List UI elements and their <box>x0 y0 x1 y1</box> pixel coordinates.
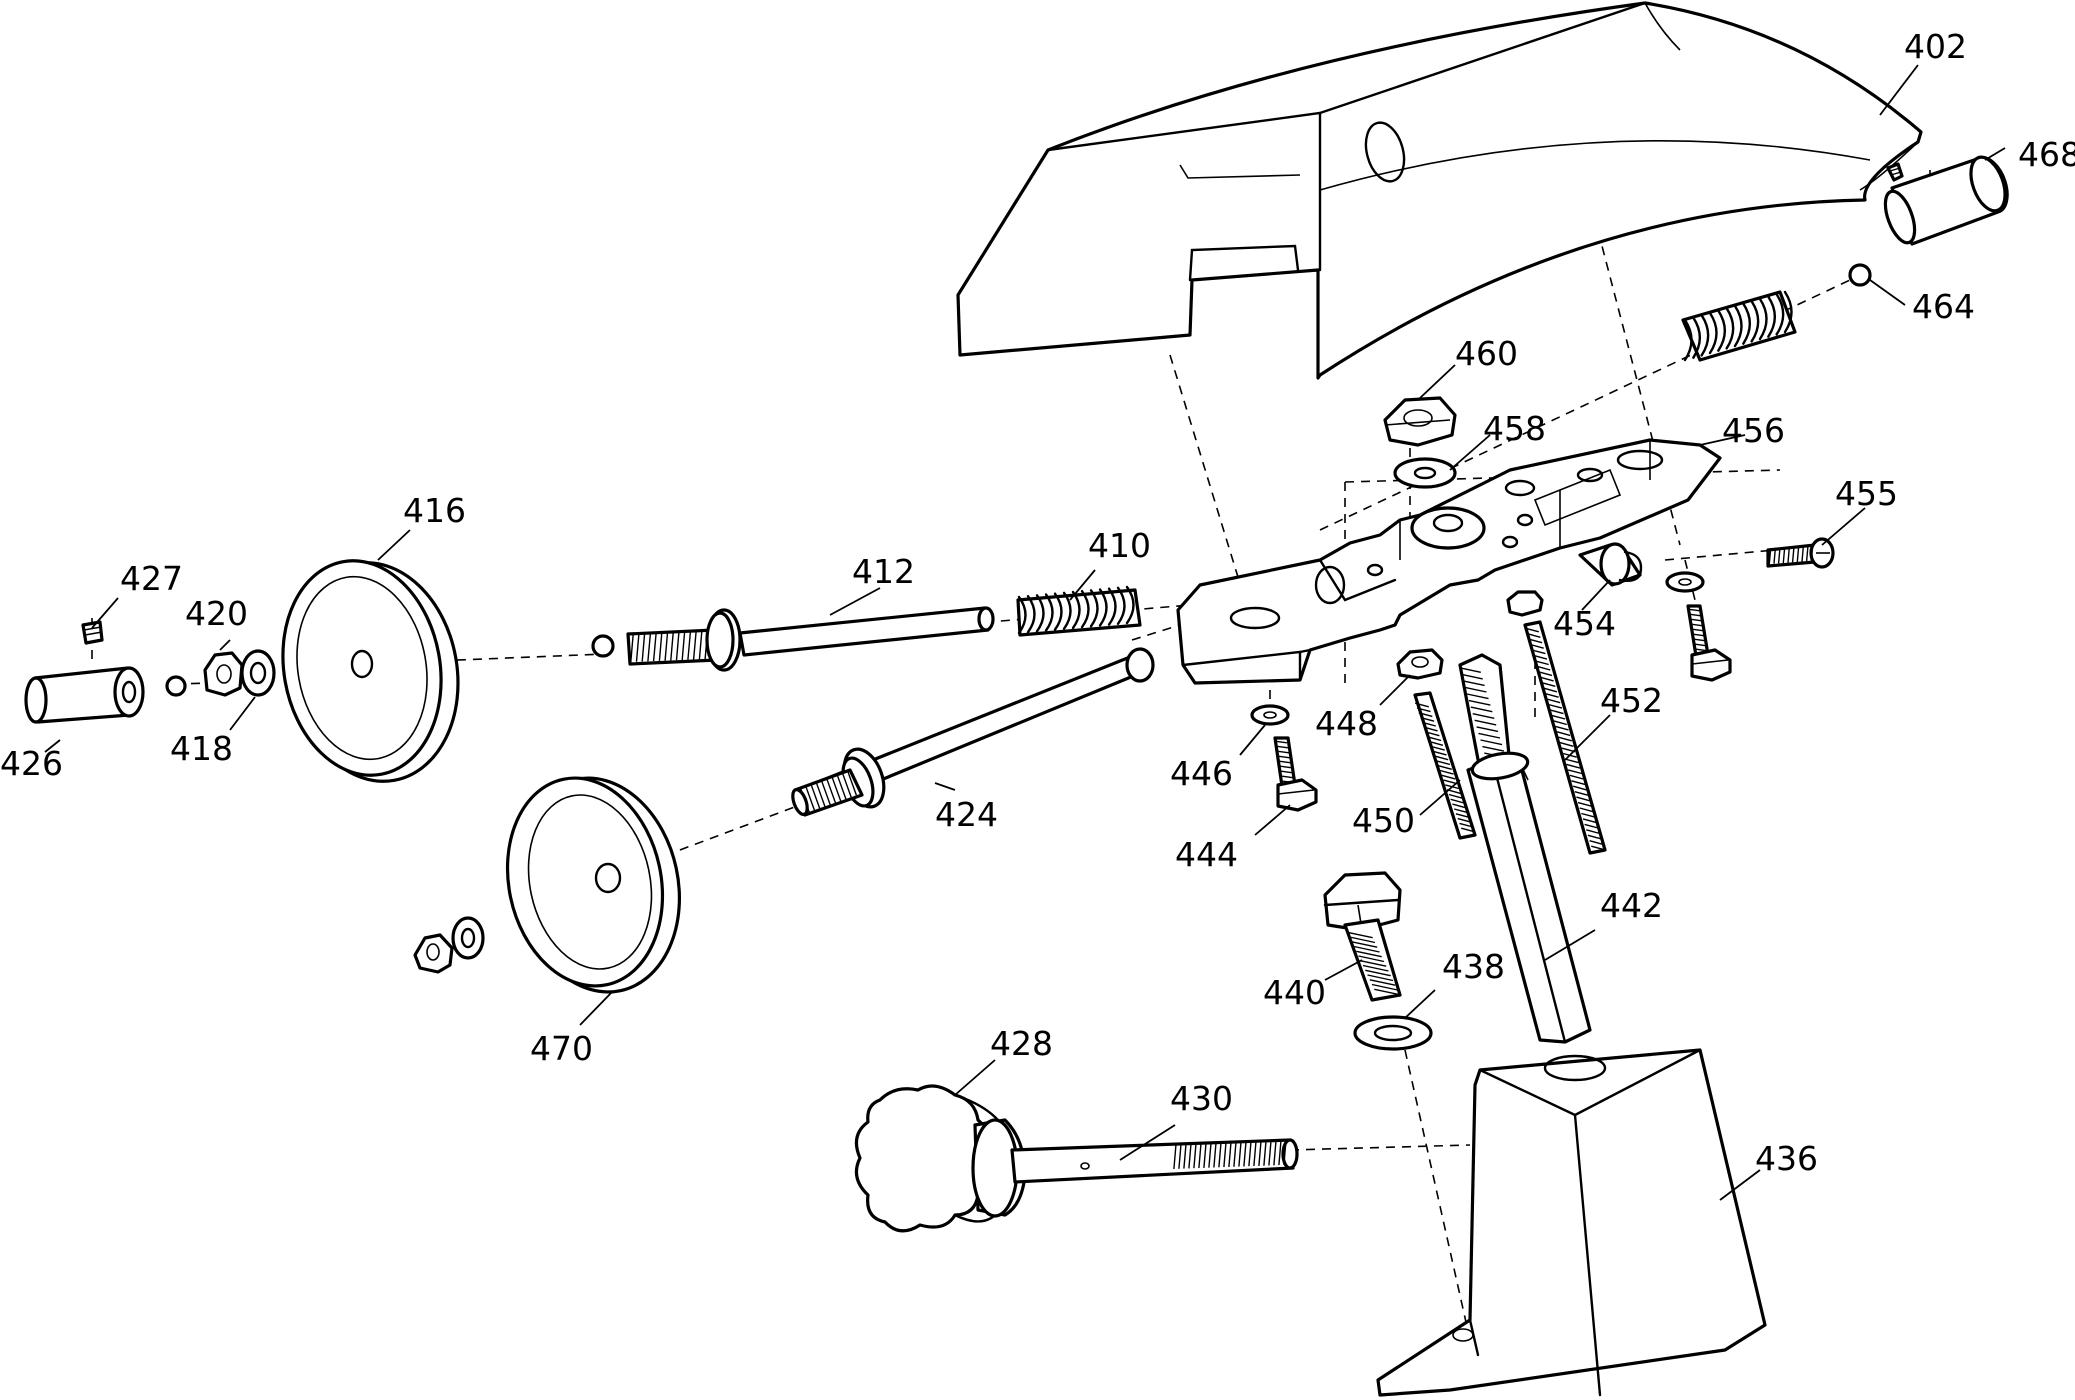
leader-lines <box>44 64 2006 1201</box>
part-428-knob <box>854 1084 1027 1233</box>
part-452-rod <box>1506 590 1607 855</box>
label-426: 426 <box>0 744 63 783</box>
part-410-spring <box>1016 585 1142 637</box>
label-416: 416 <box>403 491 466 530</box>
label-412: 412 <box>852 552 915 591</box>
part-430-screw <box>1010 1138 1299 1184</box>
label-450: 450 <box>1352 801 1415 840</box>
label-428: 428 <box>990 1024 1053 1063</box>
part-right-bolt <box>1665 571 1732 682</box>
label-452: 452 <box>1600 681 1663 720</box>
part-418-washer <box>240 649 276 697</box>
part-442-post <box>1458 653 1592 1044</box>
label-410: 410 <box>1088 526 1151 565</box>
part-464-ball <box>1848 263 1872 287</box>
part-436-base <box>1376 1048 1767 1397</box>
part-426-pin <box>24 666 145 724</box>
part-402-top-cover <box>956 1 1923 380</box>
label-464: 464 <box>1912 287 1975 326</box>
part-456-bracket <box>1176 438 1722 685</box>
label-430: 430 <box>1170 1079 1233 1118</box>
part-427-screw <box>81 620 104 645</box>
label-460: 460 <box>1455 334 1518 373</box>
part-450-stud <box>1413 691 1477 840</box>
part-440-bolt <box>1323 871 1402 1002</box>
part-438-washer <box>1353 1015 1433 1051</box>
part-444-screw <box>1273 736 1318 812</box>
callout-labels: 402 468 464 460 458 456 455 454 452 450 … <box>0 27 2075 1178</box>
label-454: 454 <box>1553 604 1616 643</box>
label-436: 436 <box>1755 1139 1818 1178</box>
label-402: 402 <box>1904 27 1967 66</box>
label-448: 448 <box>1315 704 1378 743</box>
label-438: 438 <box>1442 947 1505 986</box>
part-468-pin <box>1883 155 2009 246</box>
part-412-shaft <box>591 606 995 672</box>
label-418: 418 <box>170 729 233 768</box>
part-416-wheel <box>281 559 460 783</box>
label-455: 455 <box>1835 474 1898 513</box>
label-456: 456 <box>1722 411 1785 450</box>
part-470-nut-washer <box>413 916 485 974</box>
label-458: 458 <box>1483 409 1546 448</box>
label-440: 440 <box>1263 973 1326 1012</box>
label-470: 470 <box>530 1029 593 1068</box>
label-420: 420 <box>185 594 248 633</box>
label-468: 468 <box>2018 135 2075 174</box>
part-424-shaft <box>791 647 1155 817</box>
part-446-washer <box>1250 704 1290 726</box>
part-ball-small <box>165 675 187 697</box>
label-442: 442 <box>1600 886 1663 925</box>
part-448-nut <box>1396 648 1444 680</box>
label-427: 427 <box>120 559 183 598</box>
part-460-nut <box>1383 396 1457 447</box>
label-446: 446 <box>1170 754 1233 793</box>
part-420-nut <box>203 651 244 697</box>
part-spring-upper <box>1681 290 1797 362</box>
label-444: 444 <box>1175 835 1238 874</box>
part-470-wheel <box>505 776 682 994</box>
part-455-screw <box>1766 537 1835 569</box>
part-458-washer <box>1393 457 1457 489</box>
label-424: 424 <box>935 795 998 834</box>
